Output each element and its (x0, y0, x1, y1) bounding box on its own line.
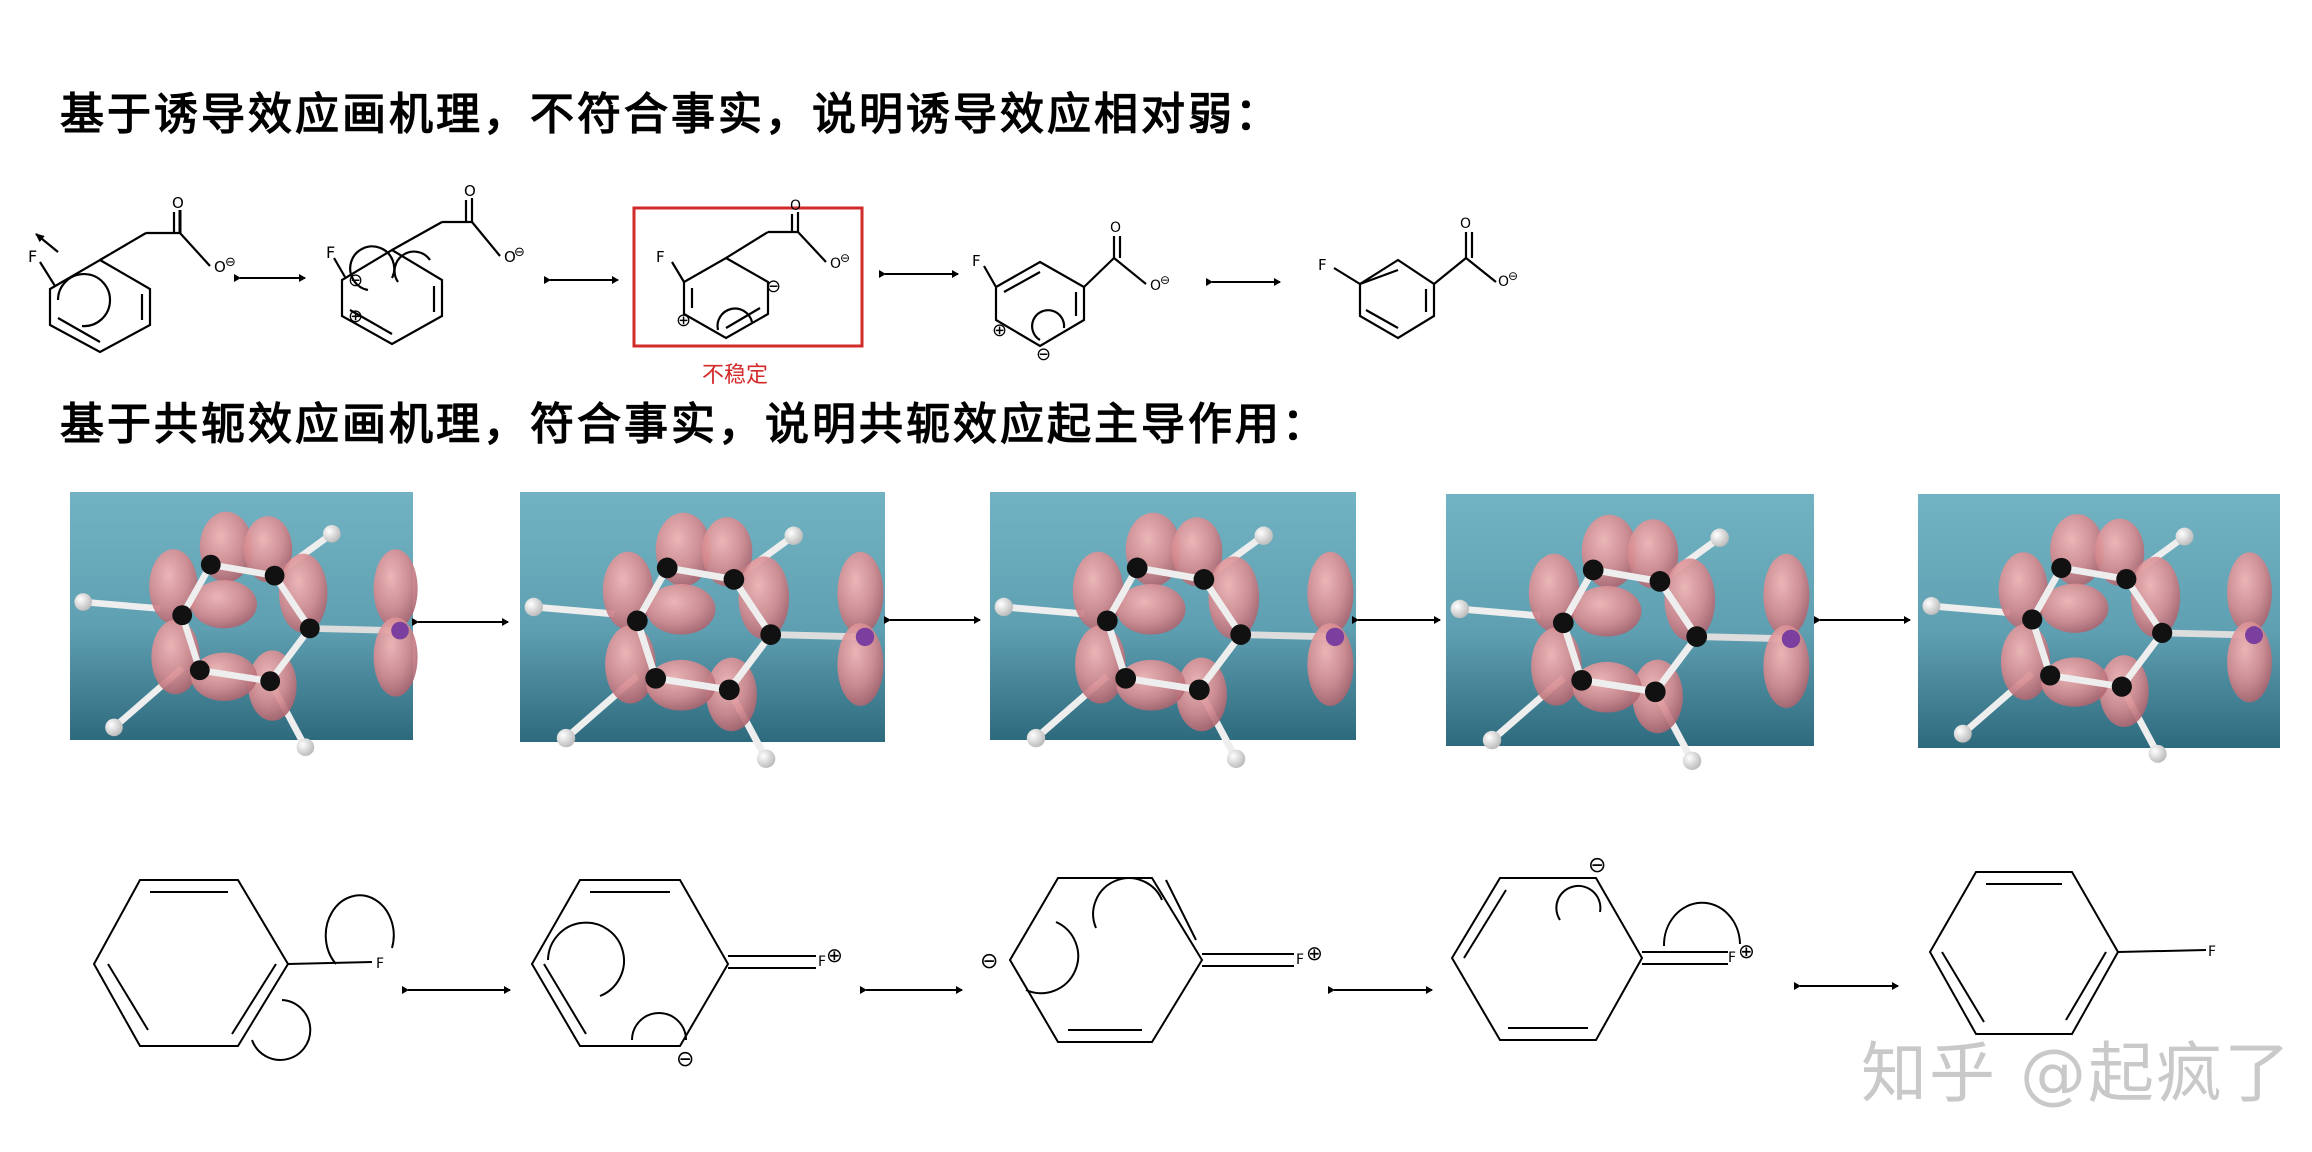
charge-negative: ⊖ (1588, 853, 1606, 878)
conjugative-structure-2 (530, 879, 816, 1047)
inductive-structure-4 (983, 236, 1147, 348)
bond-to-carboxylate (99, 232, 147, 261)
curved-arrow (251, 999, 312, 1061)
charge-negative: ⊖ (348, 270, 363, 291)
charge-negative: ⊖ (676, 1047, 694, 1072)
atom-fluorine: F (1296, 952, 1304, 968)
atom-oxygen: O (1110, 220, 1121, 236)
atom-fluorine: F (656, 248, 665, 266)
atom-fluorine: F (1318, 256, 1327, 274)
inductive-structure-3 (671, 212, 827, 340)
charge-positive: ⊕ (676, 310, 691, 331)
orbital-panel-5 (1918, 494, 2280, 763)
atom-fluorine: F (376, 956, 384, 972)
atom-oxygen: O (1498, 274, 1509, 290)
inductive-structure-1 (35, 210, 211, 354)
atom-oxygen: O (172, 194, 184, 212)
charge-negative: ⊖ (840, 251, 850, 265)
charge-positive: ⊕ (348, 306, 363, 327)
inductive-structure-5 (1333, 232, 1497, 340)
charge-negative: ⊖ (1508, 269, 1518, 283)
curved-arrow (547, 921, 625, 997)
curved-arrow (1555, 884, 1602, 921)
atom-oxygen: O (214, 258, 226, 276)
orbital-panel-2 (520, 492, 885, 768)
conjugative-structure-1 (92, 879, 395, 1061)
orbital-panel-1 (70, 492, 418, 756)
curved-arrow (1031, 309, 1066, 341)
charge-negative: ⊖ (766, 276, 781, 297)
charge-negative: ⊖ (980, 949, 998, 974)
charge-negative: ⊖ (225, 255, 236, 270)
curved-arrow (393, 250, 431, 283)
dipole-arrow (35, 233, 59, 253)
charge-positive: ⊕ (826, 943, 843, 967)
atom-fluorine: F (326, 243, 335, 262)
atom-oxygen: O (790, 198, 801, 214)
atom-fluorine: F (28, 247, 37, 266)
conjugative-structure-3 (1008, 877, 1294, 1043)
charge-positive: ⊕ (1738, 939, 1755, 963)
curved-arrow (349, 245, 396, 292)
atom-fluorine: F (2208, 944, 2216, 960)
curved-arrow (1092, 877, 1163, 929)
charge-negative: ⊖ (1160, 273, 1170, 287)
inductive-structure-2 (333, 198, 501, 346)
atom-fluorine: F (972, 252, 981, 270)
atom-oxygen: O (830, 256, 841, 272)
unstable-label: 不稳定 (702, 363, 768, 388)
curved-arrow (1025, 921, 1080, 995)
orbital-panel-4 (1446, 494, 1814, 770)
conjugative-structure-5 (1928, 871, 2207, 1035)
heading-conjugative: 基于共轭效应画机理，符合事实，说明共轭效应起主导作用： (60, 399, 1329, 450)
atom-fluorine: F (1728, 950, 1736, 966)
unstable-highlight-box (632, 206, 864, 348)
curved-arrow (716, 307, 754, 331)
curved-arrow (56, 272, 112, 328)
bond-c-f (39, 261, 56, 287)
atom-oxygen: O (464, 182, 476, 200)
charge-negative: ⊖ (514, 245, 525, 260)
heading-inductive: 基于诱导效应画机理，不符合事实，说明诱导效应相对弱： (60, 89, 1282, 140)
curved-arrow (631, 1012, 687, 1041)
curved-arrow (324, 894, 395, 965)
charge-negative: ⊖ (1036, 344, 1051, 365)
atom-oxygen: O (1460, 216, 1471, 232)
orbital-panel-3 (990, 492, 1356, 768)
charge-positive: ⊕ (992, 320, 1007, 341)
conjugative-structure-4 (1450, 877, 1741, 1041)
charge-positive: ⊕ (1306, 941, 1323, 965)
curved-arrow (1662, 901, 1741, 947)
atom-oxygen: O (1150, 278, 1161, 294)
watermark: 知乎 @起疯了 (1861, 1035, 2292, 1112)
atom-oxygen: O (504, 248, 516, 266)
atom-fluorine: F (818, 954, 826, 970)
